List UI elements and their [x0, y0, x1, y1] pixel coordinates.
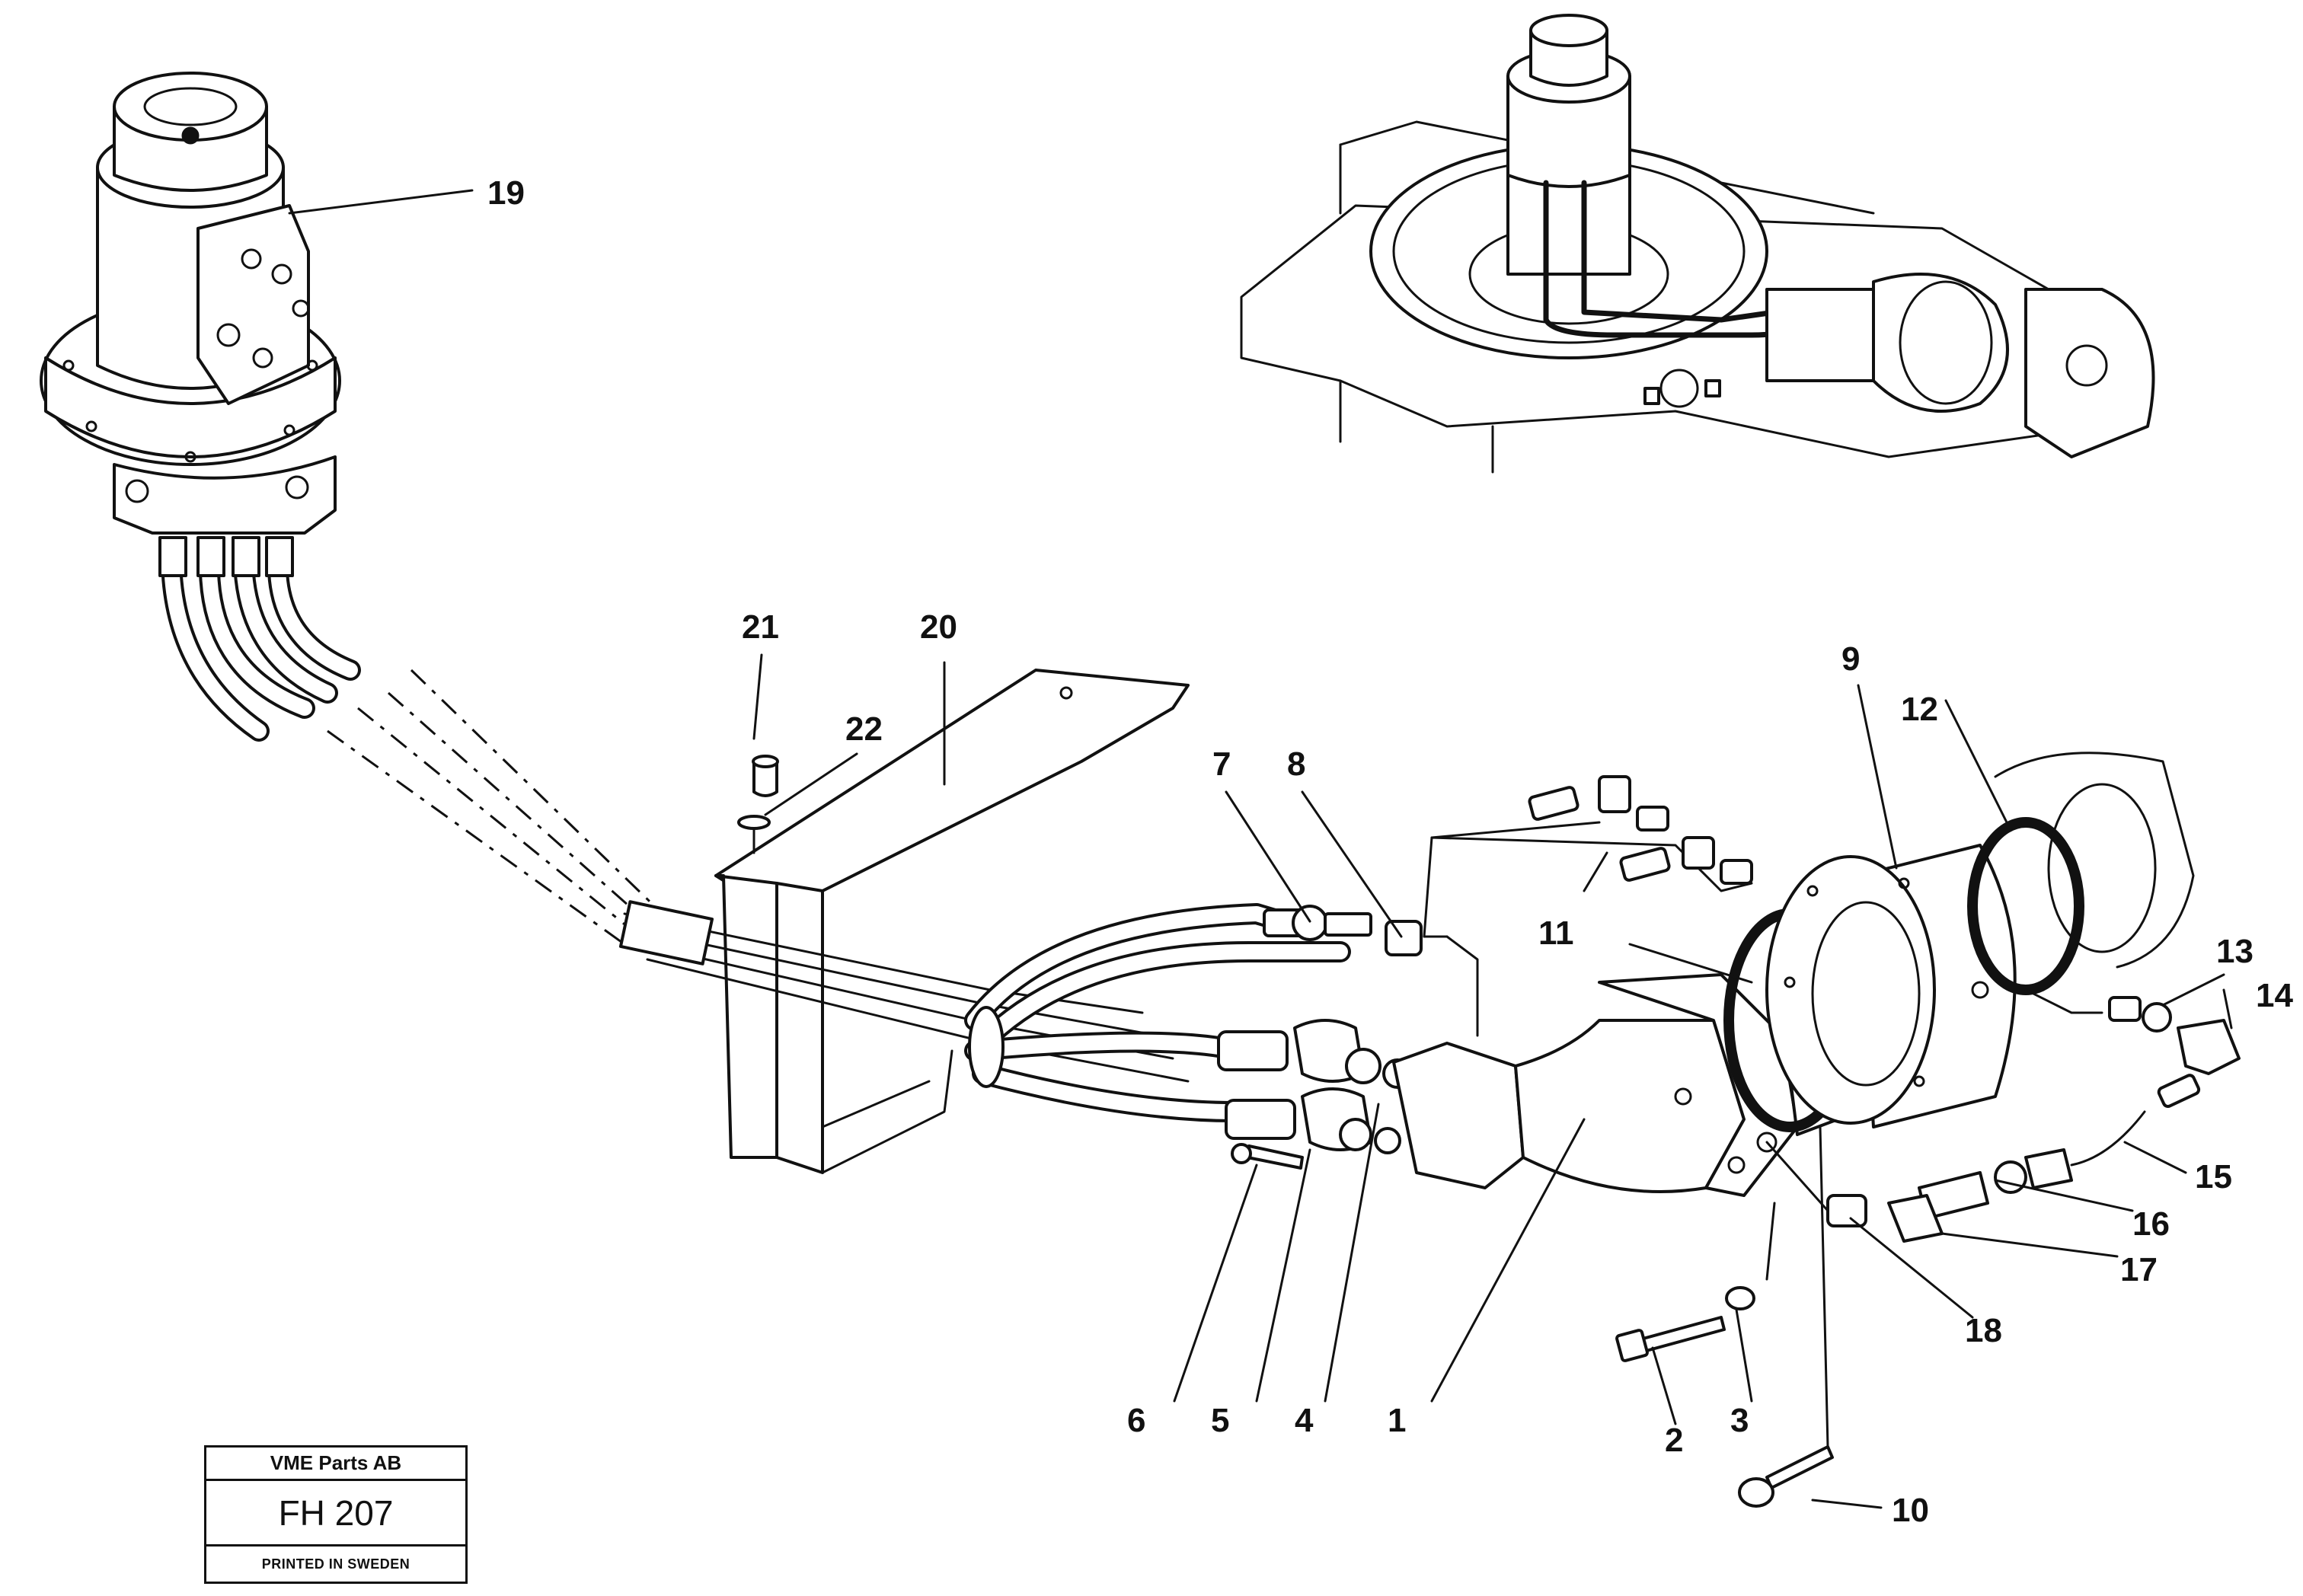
housing-and-rings — [1723, 752, 2195, 1132]
callout-1: 1 — [1388, 1402, 1406, 1439]
callout-21: 21 — [742, 608, 779, 646]
callout-7: 7 — [1212, 745, 1231, 783]
callout-19: 19 — [487, 174, 525, 212]
swivel-motor-drawing — [40, 72, 341, 535]
flange-assembly — [1217, 1019, 1413, 1170]
title-code: FH 207 — [206, 1481, 465, 1547]
leader-lines — [288, 189, 2233, 1509]
callout-6: 6 — [1127, 1402, 1145, 1439]
callout-14: 14 — [2256, 977, 2293, 1014]
bracket-drawing — [714, 669, 1190, 1174]
callout-20: 20 — [920, 608, 957, 646]
callout-18: 18 — [1965, 1312, 2002, 1349]
callout-3: 3 — [1730, 1402, 1749, 1439]
hose-bundle — [618, 900, 1351, 1122]
callout-10: 10 — [1892, 1492, 1929, 1529]
callout-11: 11 — [1538, 915, 1574, 952]
callout-2: 2 — [1665, 1422, 1683, 1459]
callout-15: 15 — [2195, 1158, 2232, 1195]
title-company: VME Parts AB — [206, 1448, 465, 1481]
title-block: VME Parts AB FH 207 PRINTED IN SWEDEN — [204, 1445, 468, 1584]
upper-pipe-fittings — [1423, 775, 1753, 938]
callout-17: 17 — [2120, 1251, 2158, 1288]
callout-16: 16 — [2132, 1205, 2170, 1243]
callout-labels: 19 21 20 22 7 8 9 12 11 13 14 15 16 17 1… — [487, 174, 2293, 1529]
callout-8: 8 — [1287, 745, 1305, 783]
bolts — [1615, 1286, 1834, 1508]
frame-overview-drawing — [1240, 14, 2155, 474]
callout-9: 9 — [1841, 640, 1860, 678]
fittings-7-8 — [1263, 905, 1479, 1037]
motor-hoses — [158, 536, 672, 946]
callout-13: 13 — [2216, 933, 2253, 970]
title-printed-in: PRINTED IN SWEDEN — [261, 1556, 410, 1572]
callout-5: 5 — [1211, 1402, 1229, 1439]
callout-22: 22 — [845, 710, 883, 748]
callout-4: 4 — [1295, 1402, 1314, 1439]
callout-12: 12 — [1901, 691, 1938, 728]
